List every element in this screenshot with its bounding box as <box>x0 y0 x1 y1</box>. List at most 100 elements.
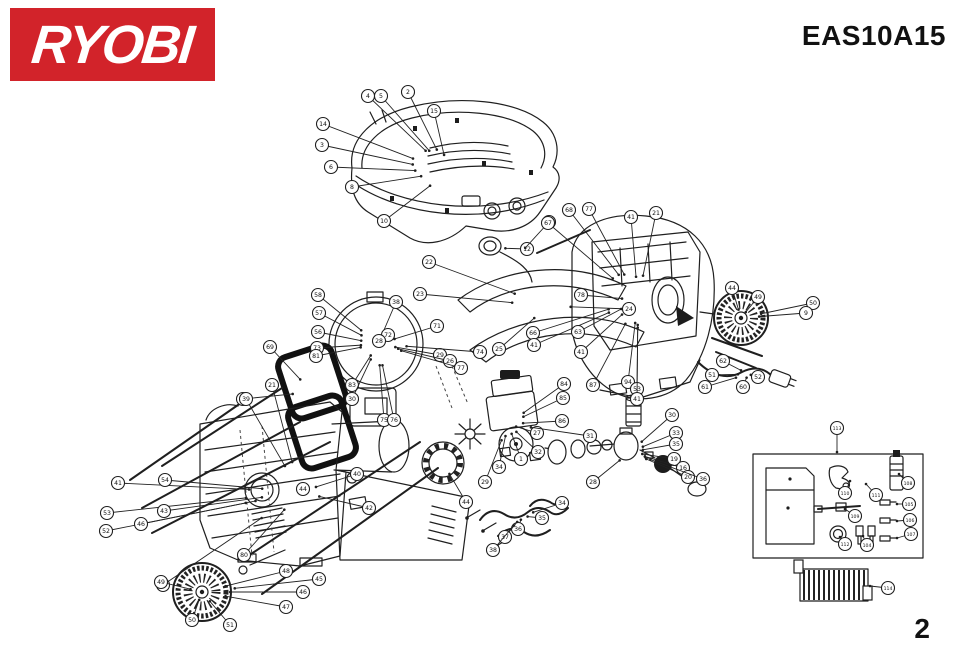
callout-49 <box>153 574 169 590</box>
callout-number: 77 <box>585 206 593 213</box>
callout-69 <box>262 339 278 355</box>
callout-number: 113 <box>833 426 842 432</box>
callout-number: 4 <box>366 93 370 100</box>
callout-68 <box>561 202 577 218</box>
callout-number: 49 <box>157 579 165 586</box>
callout-63 <box>570 324 586 340</box>
callout-number: 33 <box>672 430 680 437</box>
callout-number: 108 <box>904 481 913 487</box>
callout-74 <box>472 344 488 360</box>
callout-number: 40 <box>353 471 361 478</box>
callout-53 <box>99 505 115 521</box>
callout-51 <box>222 617 238 633</box>
callout-21 <box>264 377 280 393</box>
callout-number: 104 <box>863 543 872 549</box>
callout-number: 51 <box>226 622 234 629</box>
callout-38 <box>485 542 501 558</box>
callout-104 <box>859 537 875 553</box>
callout-42 <box>361 500 377 516</box>
callout-number: 114 <box>884 586 893 592</box>
callout-50 <box>805 295 821 311</box>
callout-number: 2 <box>406 89 410 96</box>
callout-number: 63 <box>574 329 582 336</box>
callout-number: 41 <box>627 214 635 221</box>
callout-21 <box>648 205 664 221</box>
callout-number: 35 <box>538 515 546 522</box>
callout-76 <box>386 412 402 428</box>
callout-number: 111 <box>872 493 881 499</box>
callout-number: 38 <box>392 299 400 306</box>
callout-number: 85 <box>559 395 567 402</box>
callout-number: 21 <box>652 210 660 217</box>
callout-77 <box>581 201 597 217</box>
callout-45 <box>311 571 327 587</box>
callout-number: 30 <box>348 396 356 403</box>
callout-number: 10 <box>380 218 388 225</box>
callout-44 <box>724 280 740 296</box>
callout-77 <box>453 360 469 376</box>
callout-number: 26 <box>446 358 454 365</box>
callout-number: 58 <box>314 292 322 299</box>
callout-number: 32 <box>534 449 542 456</box>
callout-number: 84 <box>560 381 568 388</box>
callout-number: 22 <box>425 259 433 266</box>
callout-86 <box>554 413 570 429</box>
callout-109 <box>847 508 863 524</box>
callout-number: 74 <box>476 349 484 356</box>
callout-number: 6 <box>329 164 333 171</box>
callout-number: 46 <box>299 589 307 596</box>
callout-number: 27 <box>533 430 541 437</box>
callout-78 <box>573 287 589 303</box>
callout-34 <box>554 495 570 511</box>
callout-number: 69 <box>266 344 274 351</box>
callout-107 <box>903 526 919 542</box>
callout-57 <box>311 305 327 321</box>
callout-44 <box>295 481 311 497</box>
callout-23 <box>412 286 428 302</box>
regulator-knob-part <box>478 236 533 283</box>
callout-number: 87 <box>589 382 597 389</box>
callout-46 <box>295 584 311 600</box>
callout-110 <box>837 485 853 501</box>
callout-34 <box>491 459 507 475</box>
callout-71 <box>429 318 445 334</box>
callout-24 <box>621 301 637 317</box>
callout-number: 31 <box>586 433 594 440</box>
callout-number: 37 <box>501 534 509 541</box>
callout-number: 8 <box>350 184 354 191</box>
callout-number: 52 <box>102 528 110 535</box>
callout-51 <box>704 367 720 383</box>
callout-number: 25 <box>495 346 503 353</box>
callout-52 <box>750 369 766 385</box>
callout-15 <box>426 103 442 119</box>
callout-number: 47 <box>282 604 290 611</box>
callout-number: 86 <box>558 418 566 425</box>
callout-number: 44 <box>728 285 736 292</box>
callout-group-intake-drum: 44 <box>448 472 474 510</box>
callout-number: 24 <box>625 306 633 313</box>
callout-number: 34 <box>495 464 503 471</box>
callout-number: 67 <box>544 220 552 227</box>
callout-number: 16 <box>679 465 687 472</box>
callout-number: 105 <box>905 502 914 508</box>
callout-number: 1 <box>519 456 523 463</box>
callout-41 <box>110 475 126 491</box>
callout-number: 53 <box>103 510 111 517</box>
callout-number: 41 <box>114 480 122 487</box>
callout-number: 49 <box>754 294 762 301</box>
callout-number: 76 <box>390 417 398 424</box>
callout-67 <box>540 215 556 231</box>
callout-62 <box>715 353 731 369</box>
callout-108 <box>900 475 916 491</box>
accessory-kit-box <box>752 450 924 559</box>
callout-6 <box>323 159 339 175</box>
callout-number: 36 <box>699 476 707 483</box>
callout-number: 54 <box>161 477 169 484</box>
callout-number: 68 <box>565 207 573 214</box>
callout-50 <box>184 612 200 628</box>
callout-number: 94 <box>624 379 632 386</box>
